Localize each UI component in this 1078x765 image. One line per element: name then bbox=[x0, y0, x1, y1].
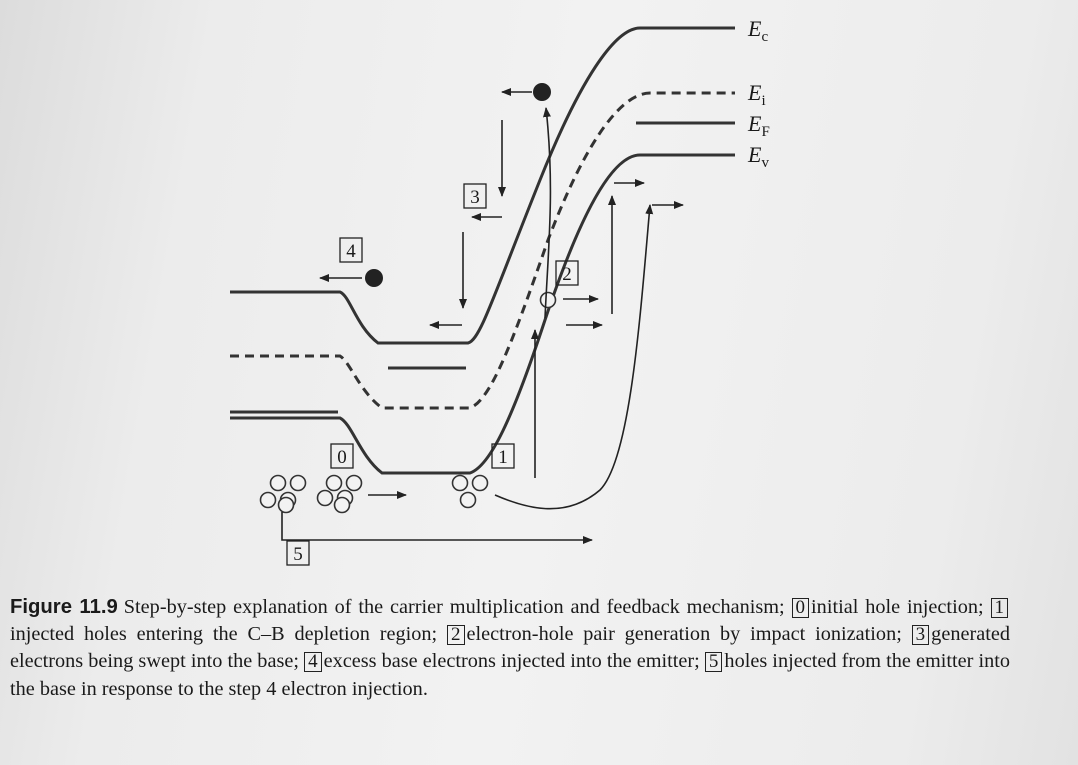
hole-cluster-middle bbox=[316, 474, 363, 507]
caption-step-num-5: 5 bbox=[704, 652, 723, 673]
caption-step-text-4: excess base electrons injected into the … bbox=[323, 650, 700, 673]
step-box-0: 0 bbox=[330, 443, 354, 469]
caption-step-num-2: 2 bbox=[447, 625, 465, 646]
svg-text:1: 1 bbox=[498, 447, 508, 468]
label-ev: Ev bbox=[747, 142, 769, 171]
caption-step-text-3: generated electrons being swept into the… bbox=[10, 623, 1010, 673]
caption-step-num-0: 0 bbox=[791, 598, 810, 618]
figure-label: Figure 11.9 bbox=[10, 596, 118, 618]
svg-text:3: 3 bbox=[470, 187, 480, 208]
intrinsic-level-ei bbox=[230, 91, 735, 410]
svg-text:0: 0 bbox=[337, 447, 347, 468]
step-box-2: 2 bbox=[555, 260, 579, 286]
label-ei: Ei bbox=[747, 80, 766, 109]
arrow-ionization-curve bbox=[543, 107, 552, 319]
caption-step-text-1: injected holes entering the C–B depletio… bbox=[10, 623, 438, 646]
hole-generated bbox=[539, 291, 557, 309]
caption-step-text-0: initial hole injection; bbox=[811, 596, 984, 618]
step-box-5: 5 bbox=[286, 540, 310, 566]
caption-step-text-2: electron-hole pair generation by impact … bbox=[466, 623, 902, 646]
electron-emitter-injected bbox=[365, 269, 383, 287]
caption-step-num-4: 4 bbox=[304, 652, 322, 673]
caption-step-num-3: 3 bbox=[911, 625, 930, 646]
step-box-4: 4 bbox=[339, 237, 363, 263]
arrow-feedback-curve bbox=[494, 204, 654, 510]
caption-step-num-1: 1 bbox=[990, 598, 1008, 618]
hole-cluster-right bbox=[451, 474, 489, 509]
electron-generated bbox=[533, 83, 551, 101]
valence-band-ev bbox=[230, 153, 735, 475]
label-ef: EF bbox=[747, 111, 770, 140]
arrow-step5 bbox=[281, 512, 593, 544]
hole-single-left bbox=[277, 496, 295, 514]
caption-intro: Step-by-step explanation of the carrier … bbox=[123, 596, 785, 618]
band-diagram: Ec Ei EF Ev bbox=[230, 16, 770, 566]
step-box-1: 1 bbox=[491, 443, 515, 469]
svg-text:5: 5 bbox=[293, 544, 303, 565]
conduction-band-ec bbox=[230, 26, 735, 345]
label-ec: Ec bbox=[747, 16, 768, 45]
hole-single-middle bbox=[333, 496, 351, 514]
step-box-3: 3 bbox=[463, 183, 487, 209]
caption-step-text-5: holes injected from the emitter into the… bbox=[10, 650, 1011, 700]
svg-text:4: 4 bbox=[346, 241, 356, 262]
svg-text:2: 2 bbox=[562, 264, 572, 285]
